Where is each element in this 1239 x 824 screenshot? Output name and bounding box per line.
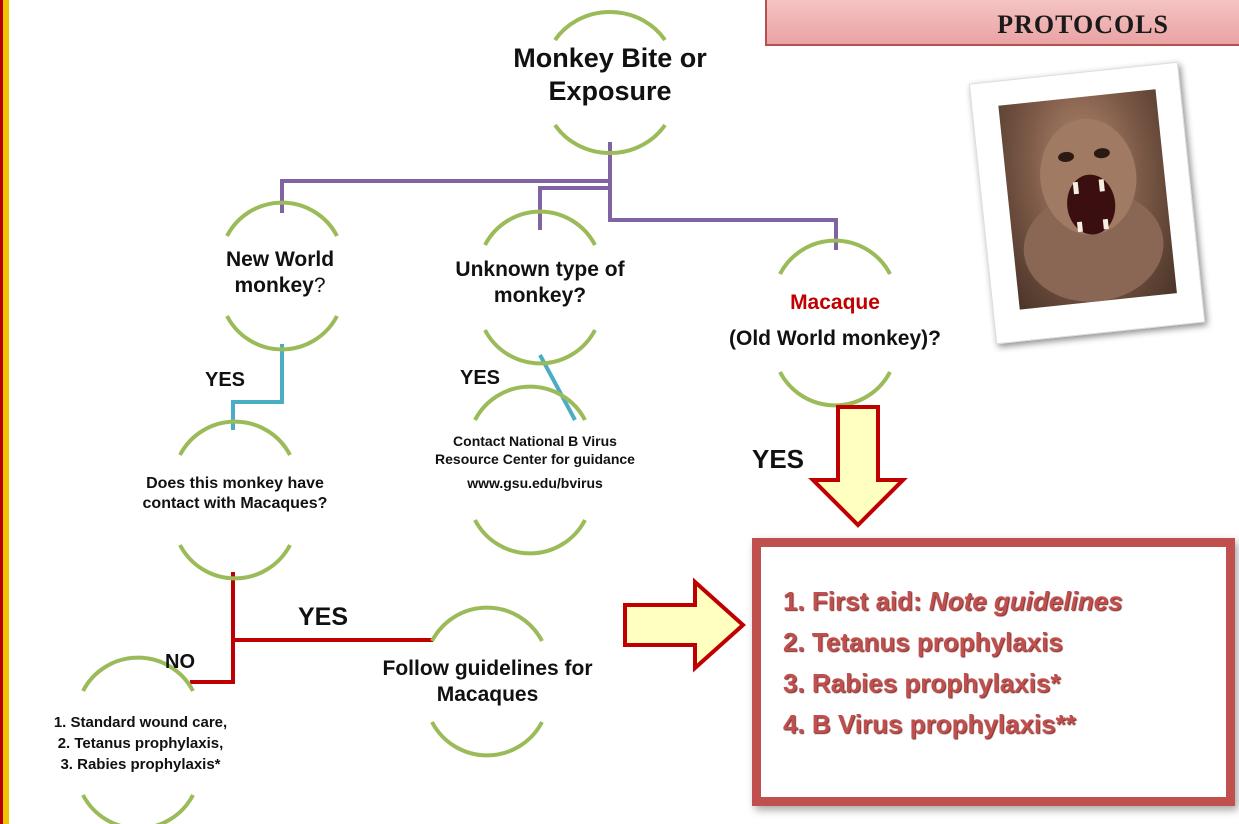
monkey-photo-frame <box>968 61 1206 345</box>
protocol-item-1-prefix: 1. First aid: <box>783 586 929 616</box>
standard-care-label: 1. Standard wound care, 2. Tetanus proph… <box>8 712 273 775</box>
header-title: PROTOCOLS <box>997 10 1169 39</box>
yes-line-new-world <box>231 344 284 430</box>
unknown-node-label: Unknown type of monkey? <box>405 257 675 308</box>
right-arrow <box>623 577 746 673</box>
bvirus-node-top-arc <box>473 384 587 421</box>
protocol-item-bvirus: 4. B Virus prophylaxis** <box>783 709 1076 739</box>
contact-question-label: Does this monkey have contact with Macaq… <box>105 474 365 513</box>
protocol-item-first-aid: 1. First aid: Note guidelines <box>783 581 1123 622</box>
monkey-face-illustration <box>1023 118 1164 302</box>
root-node-label: Monkey Bite or Exposure <box>470 42 750 108</box>
yes-label-contact: YES <box>297 603 349 631</box>
standard-care-node-top-arc <box>81 655 195 692</box>
macaque-line1: Macaque <box>790 291 880 314</box>
contact-node-bottom-arc <box>178 544 292 581</box>
monkey-photo <box>998 89 1177 310</box>
yes-line-unknown <box>538 354 577 421</box>
protocol-item-rabies: 3. Rabies prophylaxis* <box>783 668 1061 698</box>
follow-line1: Follow guidelines for <box>382 657 593 680</box>
protocols-header: PROTOCOLS <box>765 0 1239 46</box>
branch-line-unknown <box>538 186 610 230</box>
contact-question-line1: Does this monkey have <box>146 475 324 492</box>
bvirus-url[interactable]: www.gsu.edu/bvirus <box>467 475 603 492</box>
contact-question-line2: contact with Macaques? <box>142 494 328 512</box>
macaque-line2: (Old World monkey)? <box>729 326 941 350</box>
unknown-line1: Unknown type of <box>455 258 625 281</box>
macaque-node-label: Macaque (Old World monkey)? <box>680 285 990 356</box>
new-world-node-label: New World monkey? <box>180 247 380 298</box>
macaque-protocol-list: 1. First aid: Note guidelines 2. Tetanus… <box>783 581 1123 745</box>
new-world-line1: New World <box>225 248 335 271</box>
bvirus-line2: Resource Center for guidance <box>435 451 635 468</box>
follow-node-bottom-arc <box>430 721 544 758</box>
root-node-top-arc <box>553 9 667 42</box>
follow-node-top-arc <box>430 605 544 642</box>
unknown-node-top-arc <box>483 209 597 246</box>
branch-line-macaque <box>608 181 838 250</box>
yes-label-macaque: YES <box>751 444 805 474</box>
root-line1: Monkey Bite or <box>513 43 707 73</box>
bvirus-line1: Contact National B Virus <box>453 433 617 449</box>
slide-left-border <box>0 0 9 824</box>
standard-care-node-bottom-arc <box>81 794 195 824</box>
branch-line-new-world <box>280 179 610 213</box>
down-arrow <box>808 405 908 528</box>
macaque-node-bottom-arc <box>778 371 892 408</box>
macaque-protocol-box: 1. First aid: Note guidelines 2. Tetanus… <box>752 538 1235 806</box>
follow-line2: Macaques <box>436 682 539 706</box>
contact-stem-line <box>190 572 235 684</box>
standard-care-item-2: 2. Tetanus prophylaxis, <box>57 735 224 752</box>
bvirus-center-label: Contact National B Virus Resource Center… <box>385 432 685 493</box>
bvirus-node-bottom-arc <box>473 519 587 556</box>
standard-care-item-3: 3. Rabies prophylaxis* <box>60 756 221 773</box>
protocol-item-tetanus: 2. Tetanus prophylaxis <box>783 627 1063 657</box>
standard-care-item-1: 1. Standard wound care, <box>53 714 228 731</box>
new-world-node-top-arc <box>225 200 339 237</box>
protocol-item-1-note: Note guidelines <box>928 586 1123 616</box>
root-node-bottom-arc <box>553 123 667 156</box>
root-line2: Exposure <box>548 75 672 106</box>
no-label-contact: NO <box>165 651 195 673</box>
new-world-line2: monkey <box>234 273 314 297</box>
follow-guidelines-label: Follow guidelines for Macaques <box>345 656 630 707</box>
yes-label-unknown: YES <box>459 367 501 389</box>
yes-label-new-world: YES <box>204 369 246 391</box>
macaque-node-top-arc <box>778 238 892 275</box>
unknown-node-bottom-arc <box>483 329 597 366</box>
unknown-line2: monkey? <box>493 283 587 307</box>
contact-node-top-arc <box>178 419 292 456</box>
new-world-node-bottom-arc <box>225 315 339 352</box>
new-world-question-mark: ? <box>313 273 326 297</box>
